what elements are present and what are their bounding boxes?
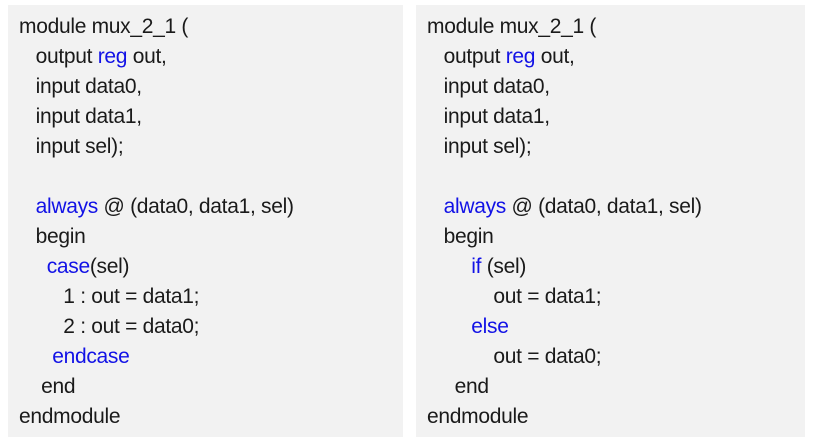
code-line: always @ (data0, data1, sel) [19,192,403,222]
code-token: begin [427,225,494,248]
code-token: out, [535,45,575,68]
code-panel-if-else-version: module mux_2_1 ( output reg out, input d… [416,5,805,437]
code-token: (sel) [481,255,527,278]
code-token: endmodule [427,405,529,428]
code-token: begin [19,225,86,248]
code-line: endmodule [427,402,805,432]
code-token: end [427,375,489,398]
code-line: input data0, [19,72,403,102]
keyword-token: if [471,255,482,278]
code-token: input data0, [427,75,550,98]
code-line: module mux_2_1 ( [427,12,805,42]
code-line: output reg out, [427,42,805,72]
code-line: 2 : out = data0; [19,312,403,342]
code-token: module mux_2_1 ( [427,15,597,38]
code-token: output [427,45,506,68]
keyword-token: reg [97,45,128,68]
code-line: begin [19,222,403,252]
code-token: (sel) [89,255,130,278]
code-token [427,195,444,218]
keyword-token: reg [505,45,536,68]
code-line: case(sel) [19,252,403,282]
code-line: if (sel) [427,252,805,282]
code-token: 1 : out = data1; [19,285,200,308]
code-line: input sel); [427,132,805,162]
code-line [19,162,403,192]
keyword-token: always [443,195,507,218]
code-token: input data0, [19,75,142,98]
code-line: out = data1; [427,282,805,312]
keyword-token: case [46,255,90,278]
code-line: else [427,312,805,342]
code-token: @ (data0, data1, sel) [98,195,294,218]
code-token [427,315,471,338]
keyword-token: else [471,315,509,338]
code-token: endmodule [19,405,121,428]
code-token [19,255,47,278]
keyword-token: always [35,195,99,218]
code-line: end [427,372,805,402]
code-line: out = data0; [427,342,805,372]
code-token: input sel); [19,135,124,158]
code-line: input data1, [427,102,805,132]
code-token: 2 : out = data0; [19,315,200,338]
code-line [427,162,805,192]
code-token [19,195,36,218]
keyword-token: endcase [52,345,130,368]
code-line: output reg out, [19,42,403,72]
code-panel-case-version: module mux_2_1 ( output reg out, input d… [8,5,403,437]
code-line: begin [427,222,805,252]
code-token: out = data1; [427,285,602,308]
code-line: end [19,372,403,402]
code-token: input data1, [427,105,550,128]
code-token [427,255,471,278]
code-token: output [19,45,98,68]
code-token: end [19,375,76,398]
code-line: input data1, [19,102,403,132]
code-line: input data0, [427,72,805,102]
code-token: input data1, [19,105,142,128]
code-token: module mux_2_1 ( [19,15,189,38]
code-token: input sel); [427,135,532,158]
code-token [19,345,52,368]
code-line: always @ (data0, data1, sel) [427,192,805,222]
code-token: out = data0; [427,345,602,368]
code-line: module mux_2_1 ( [19,12,403,42]
code-token: out, [127,45,167,68]
code-line: input sel); [19,132,403,162]
code-line: endmodule [19,402,403,432]
code-line: 1 : out = data1; [19,282,403,312]
code-token: @ (data0, data1, sel) [506,195,702,218]
code-line: endcase [19,342,403,372]
